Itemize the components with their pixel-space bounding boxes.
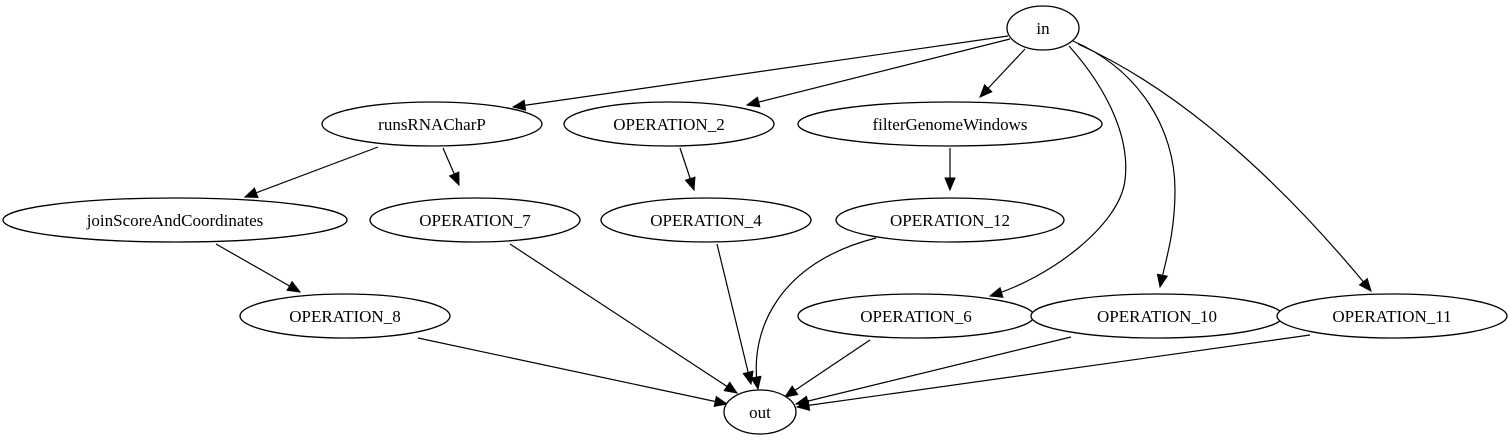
edge-in-to-runs-rnachar-p bbox=[511, 35, 1009, 111]
edge-line bbox=[784, 339, 871, 398]
node-ellipse bbox=[2, 197, 348, 243]
node-operation-12[interactable]: OPERATION_12 bbox=[835, 197, 1065, 243]
node-label: OPERATION_6 bbox=[860, 307, 971, 326]
edge-line bbox=[716, 243, 752, 385]
node-ellipse bbox=[723, 389, 797, 435]
edge-filter-genome-windows-to-operation-12 bbox=[944, 148, 956, 192]
arrowhead-icon bbox=[511, 99, 527, 111]
node-operation-2[interactable]: OPERATION_2 bbox=[563, 101, 775, 147]
edge-line bbox=[755, 237, 877, 390]
node-label: runsRNACharP bbox=[378, 115, 486, 134]
node-label: OPERATION_8 bbox=[289, 307, 400, 326]
node-ellipse bbox=[239, 293, 451, 339]
node-ellipse bbox=[600, 197, 812, 243]
node-label: OPERATION_2 bbox=[613, 115, 724, 134]
edge-operation-8-to-out bbox=[417, 337, 729, 408]
arrowhead-icon bbox=[1358, 277, 1372, 293]
arrowhead-icon bbox=[448, 171, 460, 187]
arrowhead-icon bbox=[795, 399, 811, 411]
edge-line bbox=[1072, 40, 1176, 288]
edge-line bbox=[746, 38, 1011, 106]
edge-operation-11-to-out bbox=[795, 334, 1311, 411]
node-operation-11[interactable]: OPERATION_11 bbox=[1276, 293, 1508, 339]
edge-line bbox=[215, 243, 301, 293]
node-label: OPERATION_10 bbox=[1097, 307, 1217, 326]
nodes-layer: in runsRNACharP OPERATION_2 filterGenomeWin… bbox=[2, 5, 1508, 435]
arrowhead-icon bbox=[286, 280, 302, 293]
node-label: OPERATION_4 bbox=[650, 211, 762, 230]
node-operation-4[interactable]: OPERATION_4 bbox=[600, 197, 812, 243]
node-ellipse bbox=[835, 197, 1065, 243]
edge-runs-rnachar-p-to-operation-7 bbox=[442, 147, 460, 187]
node-runs-rnachar-p[interactable]: runsRNACharP bbox=[321, 101, 543, 147]
edge-line bbox=[417, 337, 728, 405]
edge-operation-12-to-out bbox=[750, 237, 877, 391]
node-ellipse bbox=[563, 101, 775, 147]
node-operation-7[interactable]: OPERATION_7 bbox=[369, 197, 581, 243]
edge-operation-4-to-out bbox=[716, 243, 754, 386]
arrowhead-icon bbox=[745, 96, 761, 108]
node-ellipse bbox=[369, 197, 581, 243]
edge-operation-7-to-out bbox=[509, 243, 739, 394]
node-label: filterGenomeWindows bbox=[872, 115, 1027, 134]
node-label: OPERATION_12 bbox=[890, 211, 1010, 230]
arrowhead-icon bbox=[988, 286, 1004, 298]
node-label: OPERATION_7 bbox=[419, 211, 531, 230]
arrowhead-icon bbox=[713, 395, 729, 408]
arrowhead-icon bbox=[979, 83, 993, 98]
node-out[interactable]: out bbox=[723, 389, 797, 435]
arrowhead-icon bbox=[723, 381, 739, 394]
node-label: joinScoreAndCoordinates bbox=[86, 211, 264, 230]
edge-line bbox=[795, 336, 1072, 405]
edge-in-to-operation-11 bbox=[1077, 43, 1372, 293]
node-ellipse bbox=[797, 101, 1103, 147]
node-ellipse bbox=[1006, 5, 1080, 51]
edge-in-to-operation-10 bbox=[1072, 40, 1176, 289]
edge-in-to-operation-2 bbox=[745, 38, 1011, 108]
edge-in-to-filter-genome-windows bbox=[979, 48, 1026, 98]
arrowhead-icon bbox=[944, 177, 956, 192]
edge-line bbox=[512, 35, 1009, 108]
edge-in-to-operation-6 bbox=[988, 45, 1127, 298]
node-operation-10[interactable]: OPERATION_10 bbox=[1030, 293, 1284, 339]
arrowhead-icon bbox=[783, 385, 799, 398]
edge-line bbox=[796, 334, 1311, 408]
node-join-score-and-coordinates[interactable]: joinScoreAndCoordinates bbox=[2, 197, 348, 243]
node-filter-genome-windows[interactable]: filterGenomeWindows bbox=[797, 101, 1103, 147]
edge-join-score-and-coordinates-to-operation-8 bbox=[215, 243, 302, 293]
node-ellipse bbox=[1276, 293, 1508, 339]
node-ellipse bbox=[321, 101, 543, 147]
node-in[interactable]: in bbox=[1006, 5, 1080, 51]
edge-runs-rnachar-p-to-join-score-and-coordinates bbox=[243, 146, 379, 198]
edge-line bbox=[1077, 43, 1372, 292]
node-label: out bbox=[749, 403, 771, 422]
edge-line bbox=[989, 45, 1127, 297]
node-operation-6[interactable]: OPERATION_6 bbox=[797, 293, 1035, 339]
edge-operation-2-to-operation-4 bbox=[679, 147, 696, 192]
arrowhead-icon bbox=[684, 176, 696, 192]
edge-operation-6-to-out bbox=[783, 339, 871, 398]
arrowhead-icon bbox=[1156, 273, 1169, 289]
node-label: OPERATION_11 bbox=[1332, 307, 1451, 326]
edges-layer bbox=[215, 35, 1372, 411]
arrowhead-icon bbox=[243, 187, 259, 198]
edge-operation-10-to-out bbox=[794, 336, 1072, 407]
arrowhead-icon bbox=[750, 375, 762, 391]
edge-line bbox=[244, 146, 379, 198]
edge-line bbox=[509, 243, 738, 394]
node-label: in bbox=[1036, 19, 1050, 38]
node-operation-8[interactable]: OPERATION_8 bbox=[239, 293, 451, 339]
